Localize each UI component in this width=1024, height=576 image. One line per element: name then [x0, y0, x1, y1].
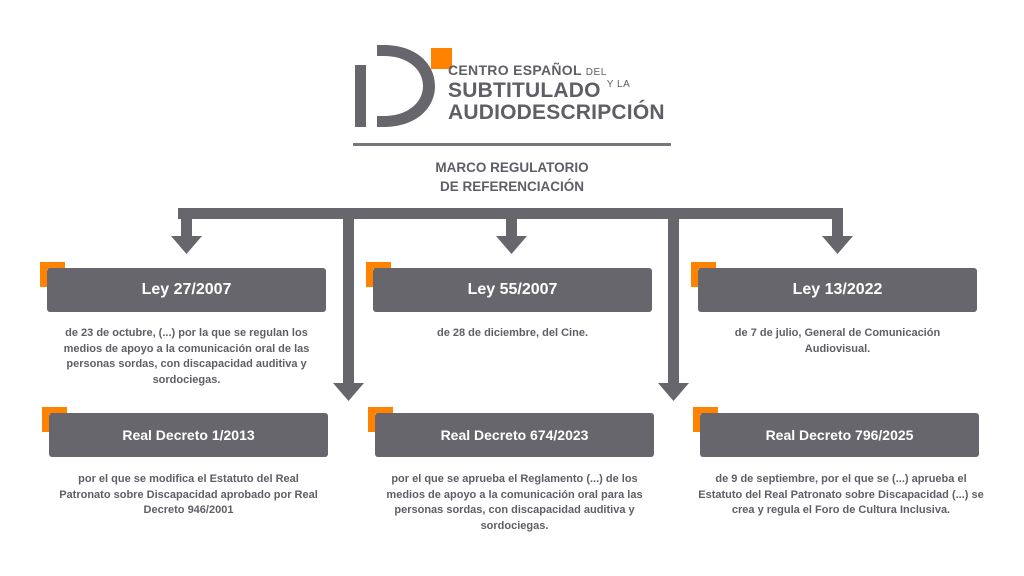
- logo-wordmark: CENTRO ESPAÑOL DEL SUBTITULADO Y LA AUDI…: [448, 63, 688, 123]
- law-1-description: de 23 de octubre, (...) por la que se re…: [63, 327, 310, 386]
- decree-1-box: Real Decreto 1/2013: [49, 413, 328, 457]
- connector-drop-law-1: [181, 208, 192, 238]
- logo-line2-small: Y LA: [606, 79, 631, 90]
- arrow-decree-3: [658, 383, 689, 401]
- decree-1-description: por el que se modifica el Estatuto del R…: [59, 473, 318, 516]
- connector-drop-law-2: [506, 208, 517, 238]
- cesya-logo-icon: [355, 45, 435, 127]
- title-divider: [353, 143, 671, 146]
- logo-line2-main: SUBTITULADO: [448, 79, 601, 102]
- law-1-box: Ley 27/2007: [47, 268, 326, 312]
- law-2-box: Ley 55/2007: [373, 268, 652, 312]
- title-line1: MARCO REGULATORIO: [435, 160, 589, 175]
- logo-line1-small: DEL: [585, 67, 607, 78]
- decree-2-box: Real Decreto 674/2023: [375, 413, 654, 457]
- connector-drop-decree-3: [668, 208, 679, 384]
- law-3-box: Ley 13/2022: [698, 268, 977, 312]
- logo-accent-square: [431, 48, 452, 69]
- connector-drop-law-3: [832, 208, 843, 238]
- decree-2-description: por el que se aprueba el Reglamento (...…: [386, 473, 643, 532]
- law-2-name: Ley 55/2007: [467, 281, 558, 298]
- title-line2: DE REFERENCIACIÓN: [439, 179, 584, 194]
- logo-line1-main: CENTRO ESPAÑOL: [448, 62, 582, 78]
- logo-line3: AUDIODESCRIPCIÓN: [448, 101, 665, 124]
- arrow-law-3: [822, 236, 853, 254]
- arrow-law-2: [496, 236, 527, 254]
- decree-3-description: de 9 de septiembre, por el que se (...) …: [698, 473, 984, 516]
- law-2-description: de 28 de diciembre, del Cine.: [437, 327, 588, 339]
- decree-1-name: Real Decreto 1/2013: [122, 427, 255, 443]
- arrow-law-1: [171, 236, 202, 254]
- arrow-decree-2: [333, 383, 364, 401]
- diagram-title: MARCO REGULATORIO DE REFERENCIACIÓN: [362, 158, 662, 196]
- decree-3-box: Real Decreto 796/2025: [700, 413, 979, 457]
- decree-2-name: Real Decreto 674/2023: [440, 427, 589, 443]
- law-3-name: Ley 13/2022: [792, 281, 883, 298]
- law-3-description: de 7 de julio, General de Comunicación A…: [734, 327, 941, 355]
- connector-drop-decree-2: [343, 208, 354, 384]
- decree-3-name: Real Decreto 796/2025: [765, 427, 914, 443]
- law-1-name: Ley 27/2007: [141, 281, 232, 298]
